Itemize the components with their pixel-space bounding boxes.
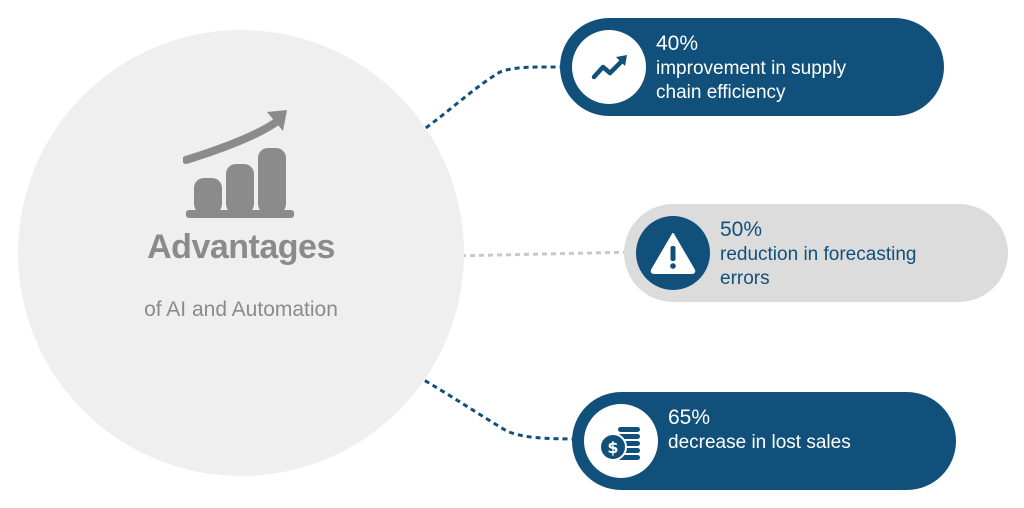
stat-text: 40% improvement in supply chain efficien… xyxy=(656,31,928,105)
stat-value: 40% xyxy=(656,32,699,55)
connector-bottom xyxy=(416,374,585,441)
connector-middle xyxy=(451,250,637,258)
stat-icon-badge xyxy=(572,30,646,104)
stat-label: improvement in supply chain efficiency xyxy=(656,58,847,103)
svg-text:$: $ xyxy=(607,438,618,457)
stat-value: 50% xyxy=(720,218,763,241)
advantages-hub xyxy=(18,30,464,476)
stat-card-lost-sales: $ 65% decrease in lost sales xyxy=(572,392,956,490)
stat-card-supply-chain: 40% improvement in supply chain efficien… xyxy=(560,18,944,116)
bar-chart-growth-icon xyxy=(183,110,294,218)
stat-label: reduction in forecasting errors xyxy=(720,244,917,289)
stat-text: 65% decrease in lost sales xyxy=(668,405,940,455)
hub-subtitle: of AI and Automation xyxy=(144,298,338,321)
hub-title: Advantages xyxy=(147,228,335,266)
stat-value: 65% xyxy=(668,406,711,429)
trending-up-icon xyxy=(591,55,627,80)
stat-icon-badge xyxy=(636,216,710,290)
stat-text: 50% reduction in forecasting errors xyxy=(720,217,992,291)
stat-label: decrease in lost sales xyxy=(668,432,851,453)
warning-triangle-icon xyxy=(650,233,696,274)
stat-card-forecasting: 50% reduction in forecasting errors xyxy=(624,204,1008,302)
connector-top xyxy=(410,65,573,140)
stat-icon-badge: $ xyxy=(584,404,658,478)
coins-dollar-icon: $ xyxy=(599,427,640,461)
